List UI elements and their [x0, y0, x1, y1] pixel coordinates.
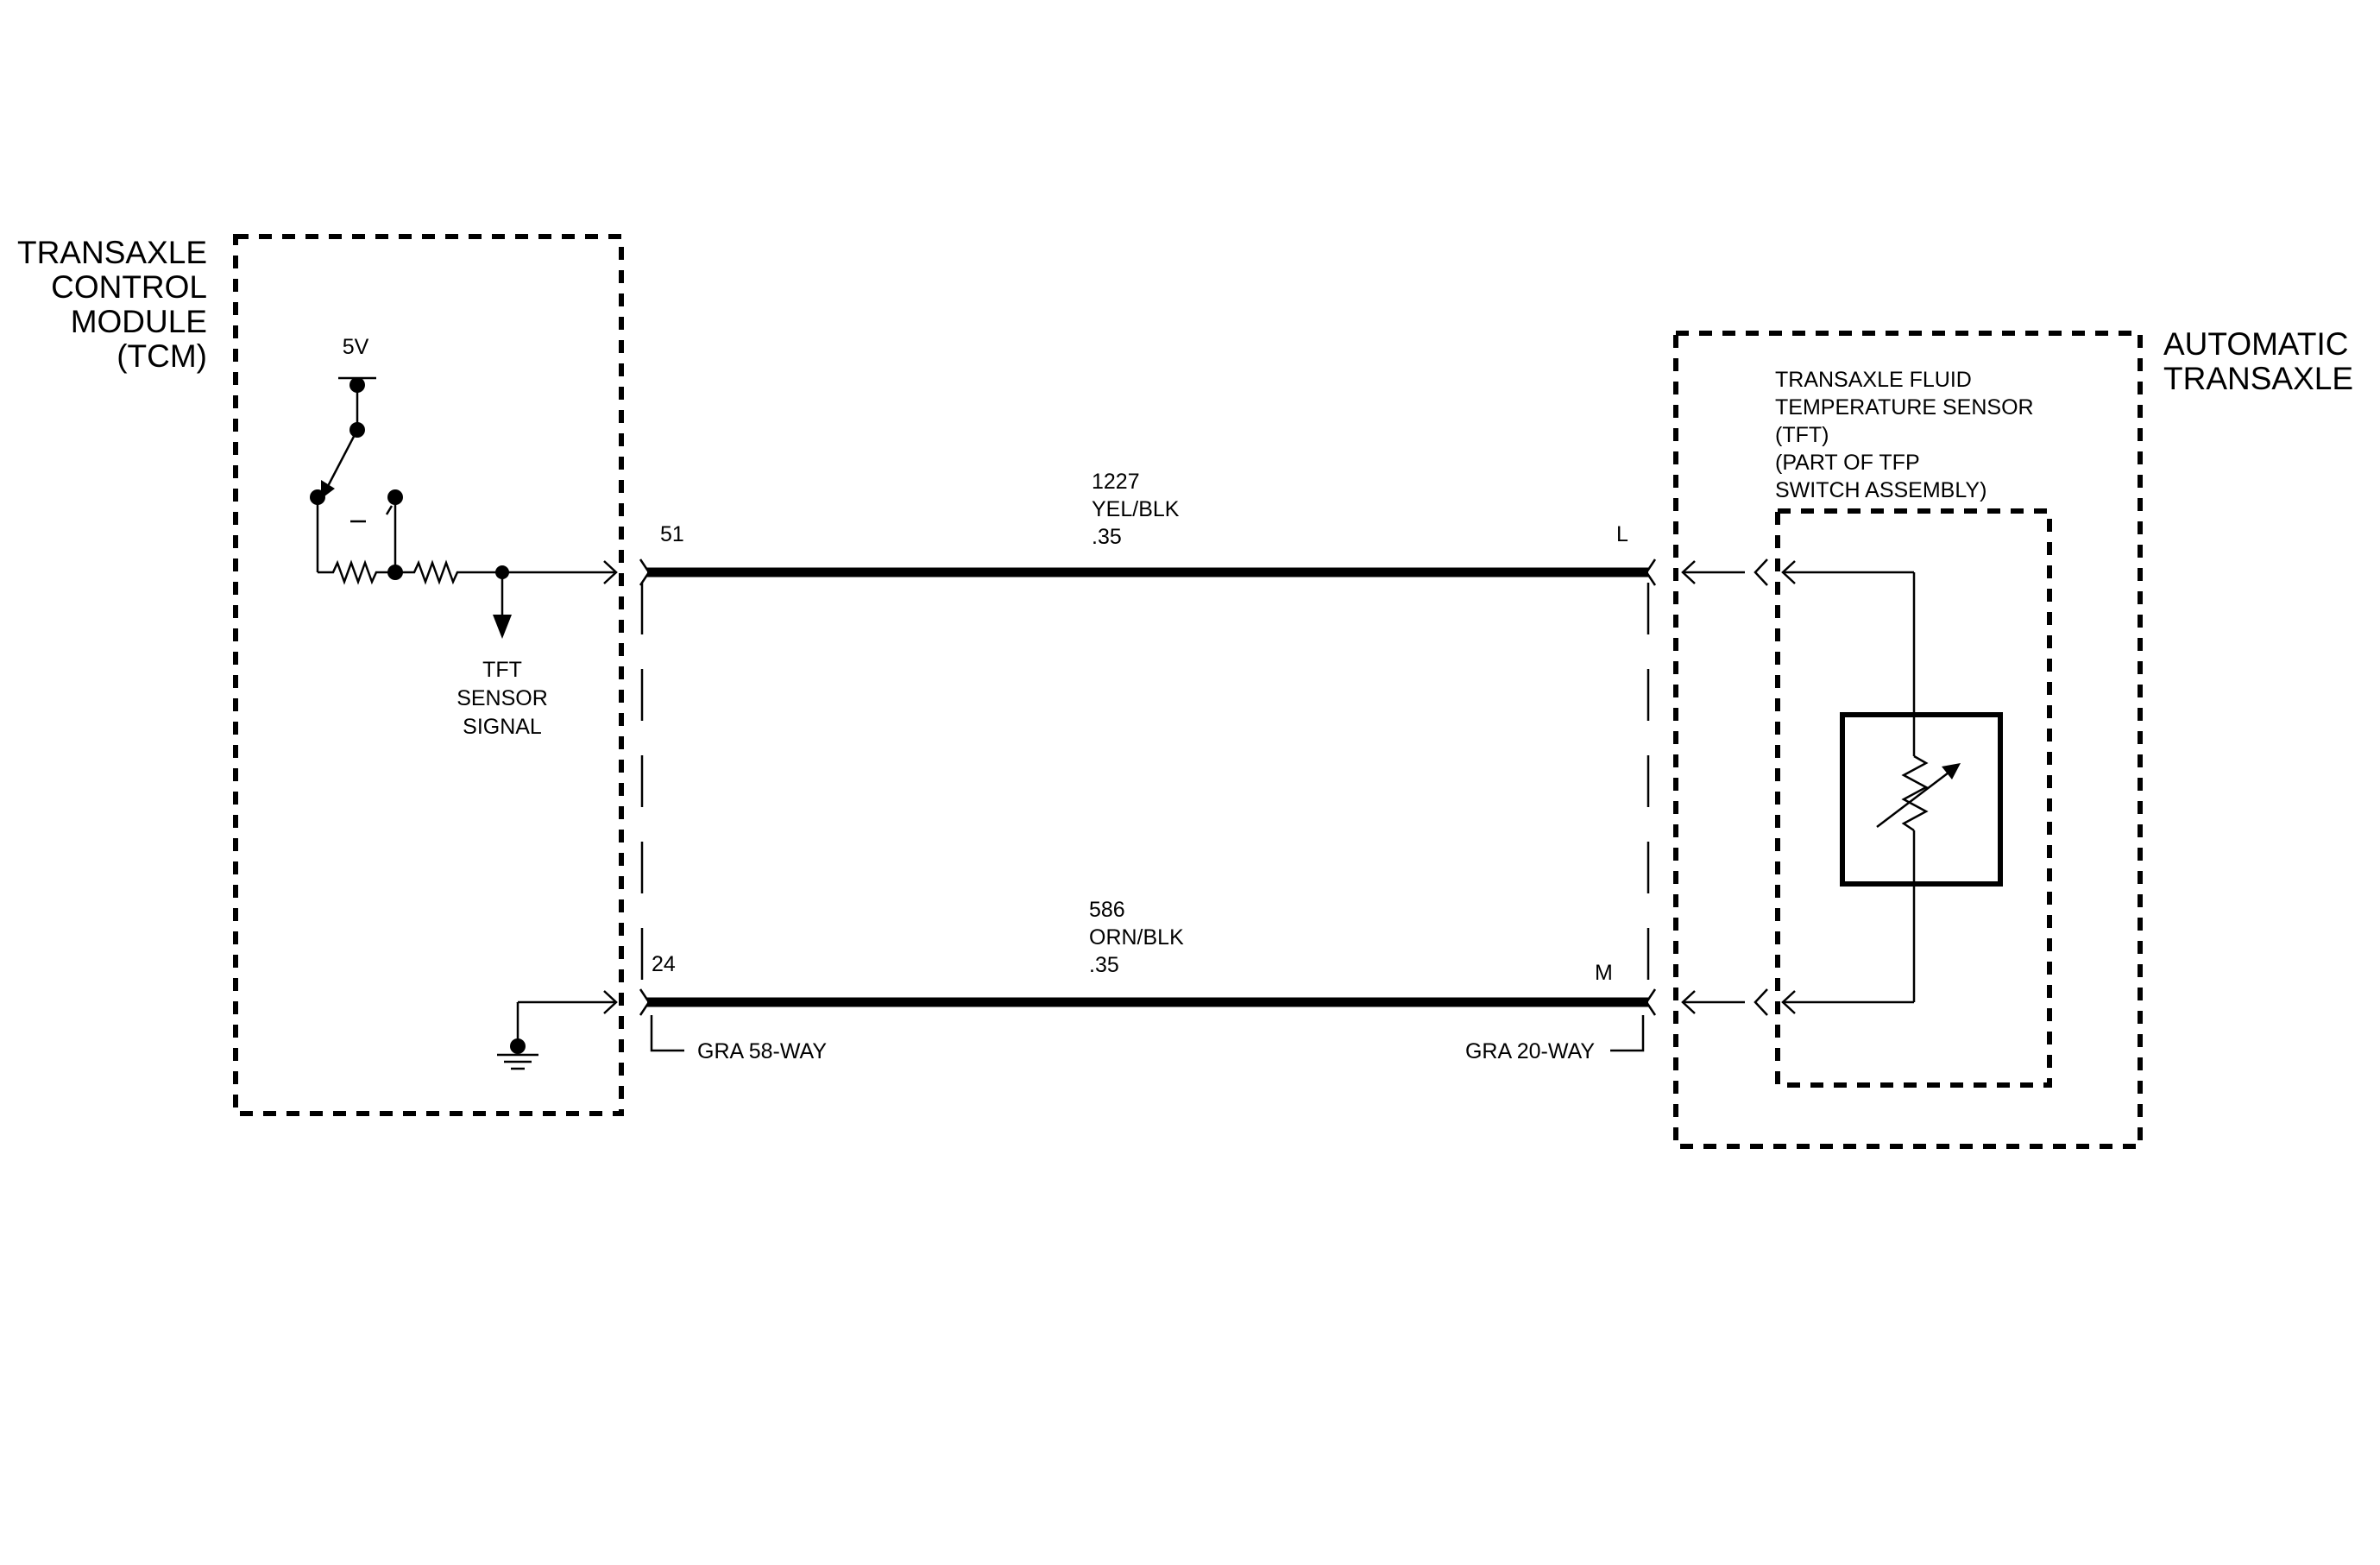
variable-arrow-line [1876, 769, 1953, 828]
signal-label-line: SENSOR [456, 686, 548, 710]
sensor-label-line: TRANSAXLE FLUID [1775, 368, 1972, 392]
harness-end-left-icon [639, 988, 651, 1016]
ground-node [510, 1038, 526, 1054]
transaxle-label-line: TRANSAXLE [2163, 361, 2353, 396]
transaxle-label: AUTOMATIC TRANSAXLE [2163, 326, 2353, 396]
wire-color: YEL/BLK [1092, 497, 1180, 521]
signal-arrow-icon [493, 615, 512, 639]
sensor-label-line: (PART OF TFP [1775, 451, 1920, 475]
transaxle-pin-L-terminal-icon [1681, 560, 1696, 584]
transaxle-pin-letter: L [1616, 522, 1628, 546]
resistor-1-icon [318, 559, 395, 585]
supply-voltage-label: 5V [343, 335, 369, 359]
sensor-label-line: SWITCH ASSEMBLY) [1775, 478, 1986, 502]
thermistor-icon [1901, 754, 1929, 832]
tfp-switch-assembly-boundary [1775, 508, 2052, 1088]
transaxle-connector-leader [1610, 1015, 1645, 1052]
thermistor-box [1840, 712, 2003, 887]
tcm-pin-number: 24 [652, 952, 676, 976]
switch-tick [385, 505, 394, 515]
circuit-number: 586 [1089, 898, 1125, 922]
tcm-label: TRANSAXLE CONTROL MODULE (TCM) [17, 235, 207, 374]
tcm-connector-leader [650, 1015, 684, 1052]
tcm-label-line: (TCM) [116, 338, 207, 374]
tcm-label-line: TRANSAXLE [17, 235, 207, 270]
transaxle-pin-letter: M [1595, 961, 1613, 985]
signal-label-line: SIGNAL [463, 715, 542, 739]
tcm-label-line: CONTROL [51, 269, 207, 305]
resistor-2-icon [395, 559, 502, 585]
wire-color: ORN/BLK [1089, 925, 1184, 950]
transaxle-boundary [1673, 331, 2143, 1149]
harness-end-left-icon [639, 558, 651, 586]
wire-gauge: .35 [1089, 953, 1119, 977]
tcm-label-line: MODULE [71, 304, 207, 339]
inline-connector-icon [1754, 988, 1768, 1016]
tft-sensor-label: TRANSAXLE FLUID TEMPERATURE SENSOR (TFT)… [1775, 368, 2034, 502]
tcm-pin-51-terminal-icon [603, 560, 618, 584]
tcm-boundary [233, 234, 624, 1116]
transaxle-connector-label: GRA 20-WAY [1465, 1039, 1595, 1063]
sensor-label-line: (TFT) [1775, 423, 1829, 447]
wire-gauge: .35 [1092, 525, 1122, 549]
inline-connector-icon [1754, 558, 1768, 586]
signal-label-line: TFT [482, 658, 522, 682]
tcm-pin-24-terminal-icon [603, 990, 618, 1014]
sensor-terminal-bottom-icon [1781, 990, 1796, 1014]
tcm-internal-circuit: 5V TFT SENSOR SIGNAL [310, 335, 618, 1070]
sensor-terminal-top-icon [1781, 560, 1796, 584]
harness-end-right-icon [1645, 988, 1657, 1016]
transaxle-internal-circuit [1681, 558, 2003, 1016]
sensor-label-line: TEMPERATURE SENSOR [1775, 395, 2034, 420]
tcm-connector-label: GRA 58-WAY [697, 1039, 827, 1063]
switch-arm [324, 429, 359, 490]
harness: 1227 YEL/BLK .35 51 L 586 ORN/BLK .35 24… [639, 470, 1657, 1063]
variable-arrow-icon [1942, 763, 1961, 779]
harness-end-right-icon [1645, 558, 1657, 586]
tcm-pin-number: 51 [660, 522, 684, 546]
transaxle-label-line: AUTOMATIC [2163, 326, 2348, 362]
transaxle-pin-M-terminal-icon [1681, 990, 1696, 1014]
circuit-number: 1227 [1092, 470, 1140, 494]
